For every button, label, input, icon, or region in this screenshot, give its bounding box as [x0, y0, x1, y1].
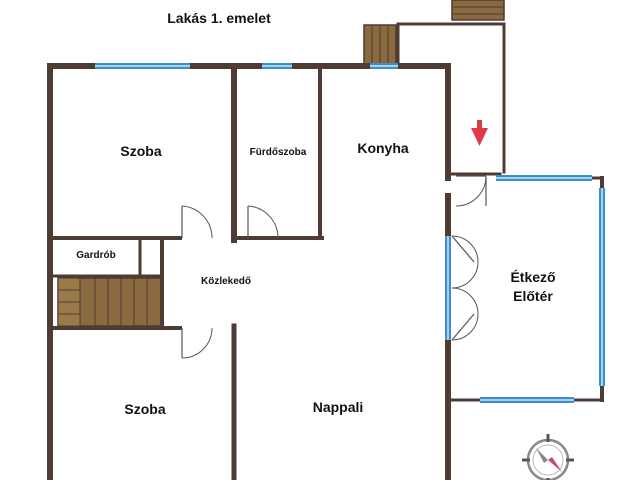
- room-label-furdoszoba: Fürdőszoba: [250, 147, 307, 158]
- room-label-kozlekedo: Közlekedő: [201, 276, 251, 287]
- entrance-arrow-icon: [471, 120, 488, 146]
- stairs-top-right: [451, 0, 505, 21]
- room-label-nappali: Nappali: [313, 399, 364, 415]
- windows: [95, 63, 605, 403]
- room-label-etkezo: Étkező: [510, 269, 555, 285]
- room-label-szoba-bottom: Szoba: [124, 401, 165, 417]
- room-label-gardrob: Gardrób: [76, 250, 115, 261]
- room-label-szoba-top: Szoba: [120, 143, 161, 159]
- doors: [181, 175, 487, 359]
- stairs-top: [363, 24, 397, 66]
- stairs-left: [57, 277, 163, 327]
- compass-icon: [522, 434, 574, 480]
- plan-title: Lakás 1. emelet: [167, 10, 271, 26]
- room-label-eloter: Előtér: [513, 288, 553, 304]
- room-label-konyha: Konyha: [357, 140, 409, 156]
